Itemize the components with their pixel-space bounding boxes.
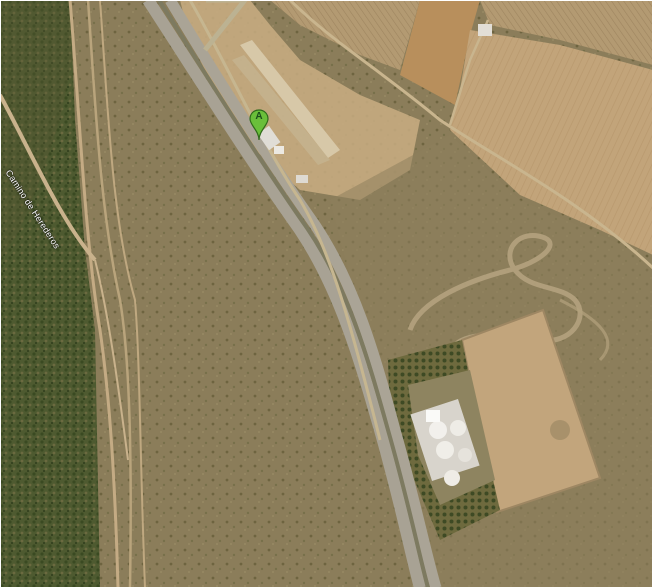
map-pin-shape (249, 109, 269, 141)
map-pin-icon[interactable]: A (249, 109, 269, 141)
marker-label: A (255, 111, 263, 122)
